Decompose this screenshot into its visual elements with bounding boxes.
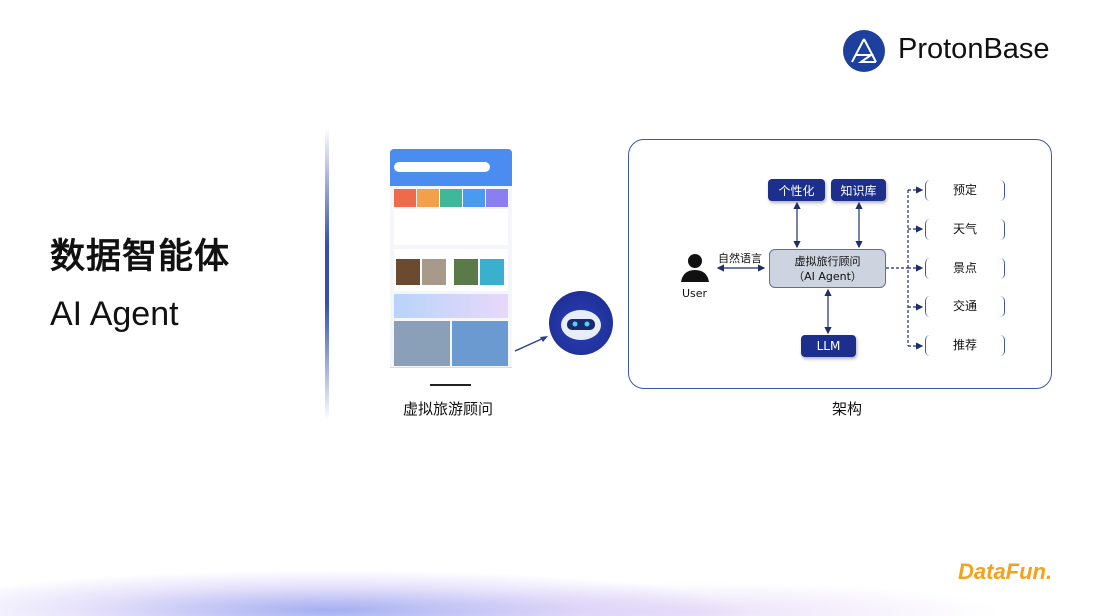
tool-connectors	[886, 186, 924, 350]
brand-name: ProtonBase	[898, 33, 1050, 65]
robot-avatar-icon	[549, 291, 613, 355]
agent-name: 虚拟旅行顾问	[794, 255, 861, 268]
user-icon	[681, 254, 709, 282]
tool-weather: 天气	[925, 219, 1005, 240]
module-knowledge-base: 知识库	[831, 179, 886, 201]
edge-label: 自然语言	[718, 252, 762, 265]
phone-thumbnail	[480, 259, 504, 285]
module-personalization: 个性化	[768, 179, 825, 201]
phone-photo	[394, 321, 450, 366]
figure-caption: 虚拟旅游顾问	[403, 400, 494, 418]
phone-thumbnail	[454, 259, 478, 285]
phone-screenshot	[390, 149, 512, 381]
tool-attractions: 景点	[925, 258, 1005, 279]
phone-photo	[452, 321, 508, 366]
agent-box: 虚拟旅行顾问 （AI Agent）	[769, 249, 886, 288]
phone-thumbnail	[396, 259, 420, 285]
phone-category-tiles	[394, 189, 508, 207]
module-llm: LLM	[801, 335, 856, 357]
phone-thumbnail	[422, 259, 446, 285]
protonbase-logo-icon	[843, 30, 885, 72]
datafun-logo: DataFun.	[958, 559, 1053, 584]
tool-booking: 预定	[925, 180, 1005, 201]
slide-title: 数据智能体	[50, 237, 231, 277]
phone-search-bar	[394, 162, 490, 172]
tool-recommendation: 推荐	[925, 335, 1005, 356]
phone-banner	[394, 294, 508, 318]
architecture-diagram	[628, 139, 1052, 389]
architecture-caption: 架构	[832, 400, 863, 418]
home-indicator	[430, 384, 471, 386]
divider	[325, 128, 329, 420]
slide-subtitle: AI Agent	[50, 295, 179, 333]
decorative-gradient	[0, 540, 1098, 616]
user-label: User	[682, 287, 708, 300]
arrow-icon	[514, 336, 548, 352]
agent-type: （AI Agent）	[793, 270, 862, 283]
phone-icon-grid	[394, 209, 508, 245]
phone-tab-bar	[390, 367, 512, 381]
tool-transport: 交通	[925, 296, 1005, 317]
diagram-connectors	[716, 186, 924, 350]
